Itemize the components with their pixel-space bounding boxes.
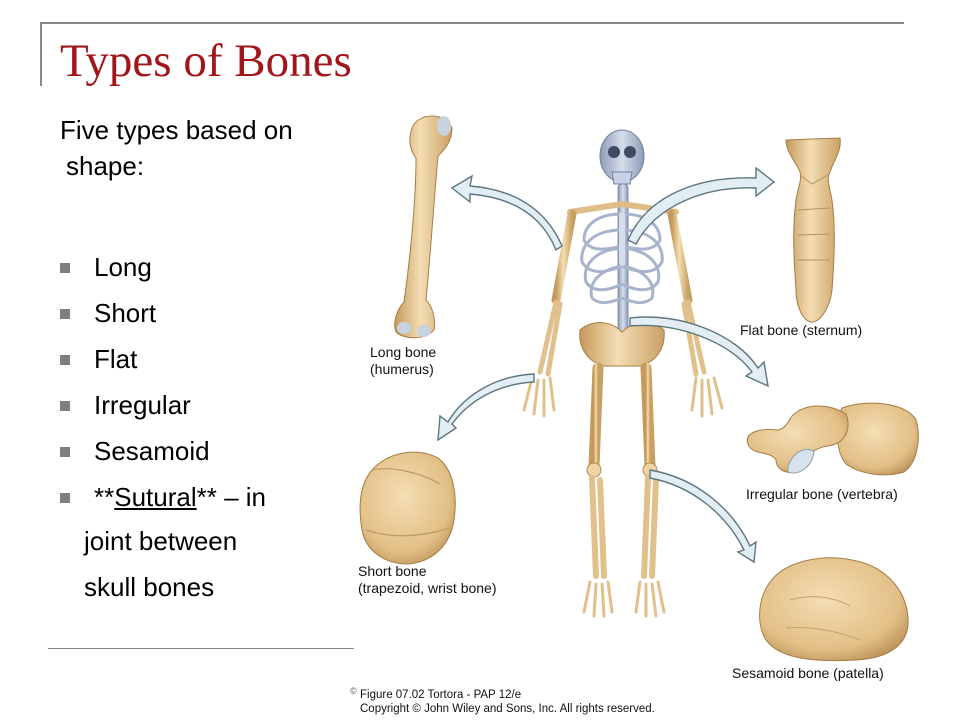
frame-top-rule bbox=[40, 22, 904, 24]
list-item-label: Sesamoid bbox=[94, 436, 210, 466]
square-bullet-icon bbox=[60, 401, 70, 411]
arrow-to-vertebra bbox=[629, 316, 769, 388]
sternum-bone bbox=[785, 137, 841, 323]
label-flat-bone: Flat bone (sternum) bbox=[740, 322, 863, 338]
figure-caption-line1: Figure 07.02 Tortora - PAP 12/e bbox=[360, 689, 522, 701]
square-bullet-icon bbox=[60, 263, 70, 273]
corner-mark: © bbox=[350, 686, 357, 696]
slide-title: Types of Bones bbox=[60, 35, 352, 87]
list-item: Short bbox=[58, 294, 266, 340]
sutural-prefix: ** bbox=[94, 482, 115, 512]
vertebra-bone bbox=[746, 402, 919, 476]
list-item: Flat bbox=[58, 340, 266, 386]
square-bullet-icon bbox=[60, 493, 70, 503]
sutural-continuation-1: joint between bbox=[84, 526, 238, 556]
list-item-label: Flat bbox=[94, 344, 138, 374]
humerus-bone bbox=[394, 115, 453, 339]
list-item-label: Long bbox=[94, 252, 152, 282]
bottom-rule bbox=[48, 648, 354, 649]
arrow-to-short-bone bbox=[437, 373, 535, 442]
list-item-label: Irregular bbox=[94, 390, 191, 420]
square-bullet-icon bbox=[60, 447, 70, 457]
sutural-word: Sutural bbox=[114, 482, 197, 512]
frame-left-rule bbox=[40, 22, 42, 86]
arrow-to-patella bbox=[649, 469, 757, 564]
patella-bone bbox=[759, 557, 909, 662]
skeleton-figure: Long bone (humerus) Flat bone (sternum) … bbox=[340, 100, 960, 720]
list-item-label: Short bbox=[94, 298, 157, 328]
label-long-bone: Long bone (humerus) bbox=[370, 344, 436, 378]
label-long-bone-line2: (humerus) bbox=[370, 361, 434, 377]
arrow-to-humerus bbox=[450, 174, 563, 252]
list-item: Sesamoid bbox=[58, 432, 266, 478]
list-item: Long bbox=[58, 248, 266, 294]
bone-type-list: Long Short Flat Irregular Sesamoid **Sut… bbox=[58, 248, 266, 524]
label-short-bone: Short bone (trapezoid, wrist bone) bbox=[358, 563, 497, 597]
pointer-arrows bbox=[437, 166, 776, 564]
sutural-continuation-2: skull bones bbox=[84, 572, 215, 602]
skeleton-body bbox=[522, 129, 724, 618]
intro-line-2: shape: bbox=[66, 151, 145, 181]
list-item-sutural: **Sutural** – in bbox=[58, 478, 266, 524]
intro-line-1: Five types based on bbox=[60, 115, 293, 145]
figure-caption: Figure 07.02 Tortora - PAP 12/e Copyrigh… bbox=[360, 688, 655, 716]
square-bullet-icon bbox=[60, 309, 70, 319]
list-item: Irregular bbox=[58, 386, 266, 432]
figure-caption-line2: Copyright © John Wiley and Sons, Inc. Al… bbox=[360, 703, 655, 715]
arrow-to-sternum bbox=[627, 166, 776, 245]
label-short-bone-line1: Short bone bbox=[358, 563, 427, 579]
square-bullet-icon bbox=[60, 355, 70, 365]
skeleton-illustration bbox=[359, 115, 919, 662]
trapezoid-bone bbox=[359, 451, 456, 565]
label-long-bone-line1: Long bone bbox=[370, 344, 437, 360]
label-short-bone-line2: (trapezoid, wrist bone) bbox=[358, 580, 497, 596]
sutural-suffix: ** – in bbox=[196, 482, 267, 512]
intro-text: Five types based on shape: bbox=[60, 112, 360, 184]
label-irregular-bone: Irregular bone (vertebra) bbox=[746, 486, 898, 502]
label-sesamoid-bone: Sesamoid bone (patella) bbox=[732, 665, 884, 681]
